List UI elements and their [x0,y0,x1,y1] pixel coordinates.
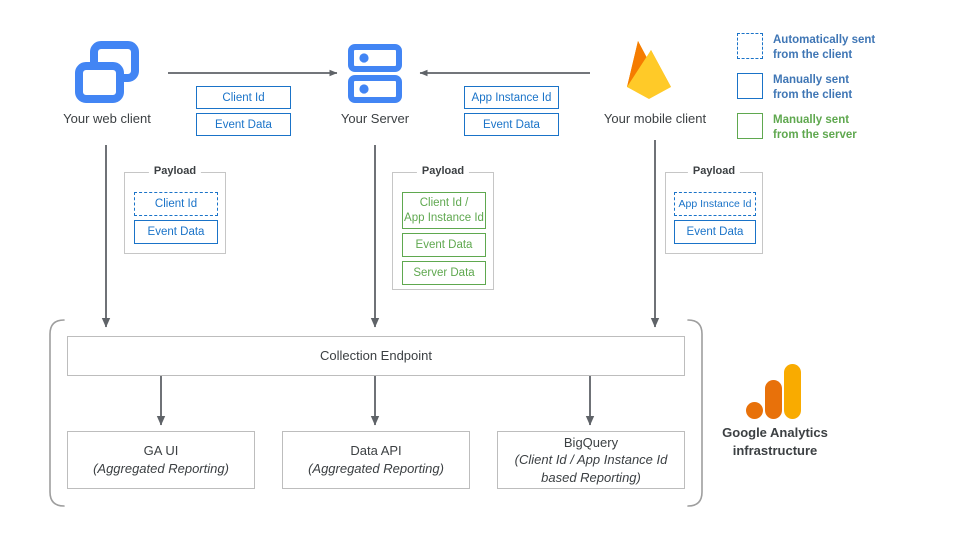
transit-box-client-id: Client Id [196,86,291,109]
ga-infrastructure-label: Google Analytics infrastructure [700,424,850,459]
legend-automatic-line2: from the client [773,48,853,61]
web-client-label: Your web client [63,111,151,126]
mobile-client-label: Your mobile client [603,111,707,126]
transit-box-event-data-mobile: Event Data [464,113,559,136]
output-bigquery-subtitle: (Client Id / App Instance Id [514,452,668,468]
server-icon [348,44,402,103]
payload-web-item-event-data: Event Data [134,220,218,244]
google-analytics-icon [746,364,801,419]
legend-automatic-line1: Automatically sent [773,34,876,46]
ga-infrastructure-line2: infrastructure [732,442,818,458]
payload-mobile-legend: Payload [687,165,741,177]
payload-mobile: Payload App Instance Id Event Data [665,165,763,254]
output-box-bigquery: BigQuery (Client Id / App Instance Id ba… [497,431,685,489]
legend-manual-server-line1: Manually sent [773,114,850,126]
output-ga-ui-title: GA UI [143,443,179,459]
output-ga-ui-subtitle: (Aggregated Reporting) [93,461,229,476]
payload-mobile-item-app-instance-id: App Instance Id [674,192,756,216]
payload-server-item-ids-line1: Client Id / [419,197,469,210]
output-bigquery-subtitle2: based Reporting) [541,469,641,485]
payload-server-item-server-data: Server Data [402,261,486,285]
ga-infrastructure-line1: Google Analytics [722,425,828,440]
output-data-api-title: Data API [350,443,402,459]
legend-item-automatic: Automatically sent from the client [737,33,875,62]
payload-server-legend: Payload [416,165,470,177]
legend-text-manual-client: Manually sent from the client [773,73,852,102]
output-bigquery-title: BigQuery [563,434,619,450]
payload-web-item-client-id: Client Id [134,192,218,216]
legend-manual-client-line2: from the client [773,88,853,101]
legend-item-manual-server: Manually sent from the server [737,113,857,142]
infrastructure-bracket-right [687,319,703,507]
legend-text-automatic: Automatically sent from the client [773,33,875,62]
payload-web-legend: Payload [148,165,202,177]
legend-swatch-solid-green-icon [737,113,763,139]
payload-server-item-ids-line2: App Instance Id [404,211,484,224]
transit-box-event-data: Event Data [196,113,291,136]
output-box-data-api: Data API (Aggregated Reporting) [282,431,470,489]
legend-text-manual-server: Manually sent from the server [773,113,857,142]
output-data-api-subtitle: (Aggregated Reporting) [308,461,444,476]
web-client-icon [75,41,139,103]
payload-web: Payload Client Id Event Data [124,165,226,254]
legend-manual-server-line2: from the server [773,128,857,141]
transit-box-app-instance-id: App Instance Id [464,86,559,109]
server-label: Your Server [340,111,410,126]
legend-manual-client-line1: Manually sent [773,74,850,86]
payload-server-item-event-data: Event Data [402,233,486,257]
infrastructure-bracket-left [49,319,65,507]
legend-swatch-solid-blue-icon [737,73,763,99]
payload-server: Payload Client Id / App Instance Id Even… [392,165,494,290]
output-box-ga-ui: GA UI (Aggregated Reporting) [67,431,255,489]
payload-mobile-item-event-data: Event Data [674,220,756,244]
firebase-icon [627,41,671,99]
legend-swatch-dashed-icon [737,33,763,59]
legend-item-manual-client: Manually sent from the client [737,73,852,102]
collection-endpoint-box: Collection Endpoint [67,336,685,376]
payload-server-item-ids: Client Id / App Instance Id [402,192,486,229]
